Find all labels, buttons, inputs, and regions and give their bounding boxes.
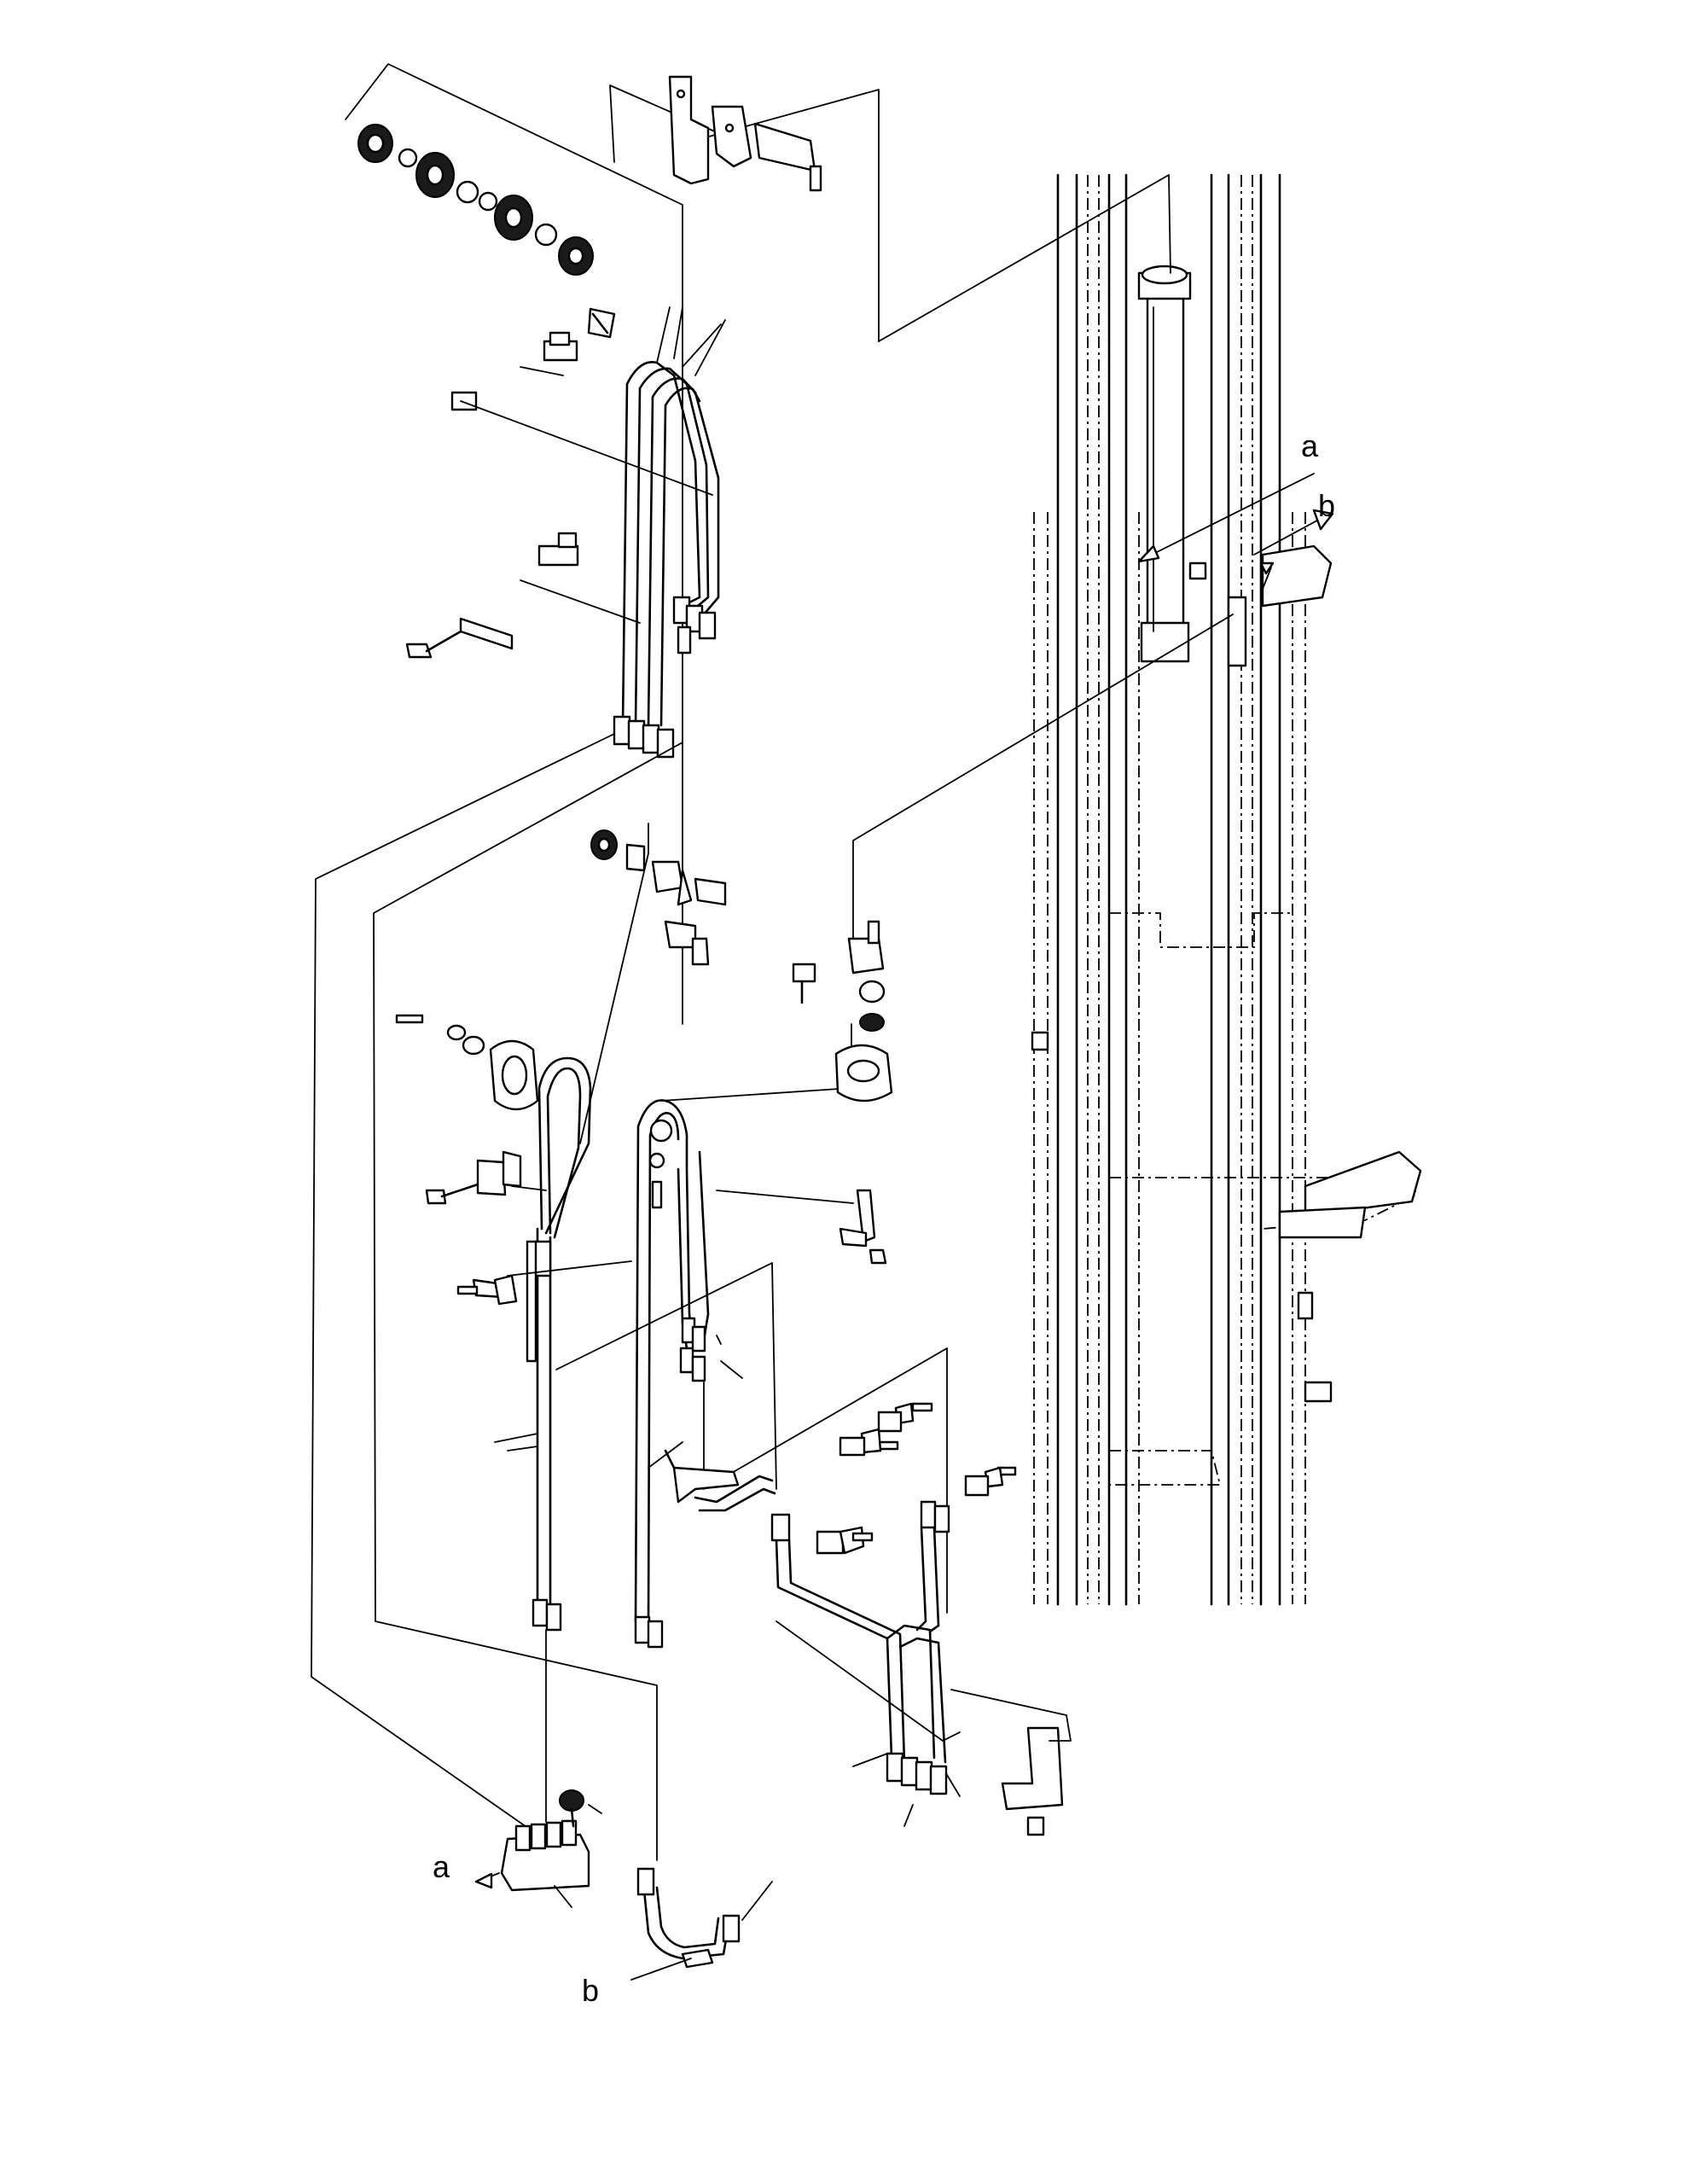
top-bracket: [668, 75, 822, 192]
bottom-u-tube: [636, 1867, 741, 1969]
lower-tube-assembly: [664, 1402, 1072, 1836]
left-hose-loop: [494, 1056, 592, 1632]
leader-line: [373, 742, 683, 1861]
middle-sheave-group: [395, 829, 727, 1306]
mast-assembly: [1031, 173, 1422, 1606]
upper-clamp-group: [405, 307, 713, 659]
upper-hose-bundle: [613, 306, 726, 759]
ref-label-b-mast: b: [1318, 488, 1335, 523]
reference-arrows: [474, 473, 1334, 1889]
leader-line: [579, 823, 649, 1144]
callout-lines: [507, 306, 961, 1981]
leader-line: [703, 1347, 948, 1614]
right-fittings: [716, 920, 893, 1265]
leader-line: [507, 1260, 632, 1277]
ref-label-a-mast: a: [1301, 428, 1319, 463]
center-hose-loop: [634, 1023, 852, 1649]
leader-line: [716, 1335, 722, 1345]
ref-label-b-tube: b: [582, 1973, 599, 2008]
leader-line: [878, 174, 1171, 342]
ref-label-a-block: a: [433, 1849, 450, 1884]
leader-line: [555, 1262, 777, 1490]
distribution-block: [500, 1629, 590, 1892]
leader-line: [852, 614, 1234, 952]
upper-sheave-stack: [357, 124, 594, 276]
